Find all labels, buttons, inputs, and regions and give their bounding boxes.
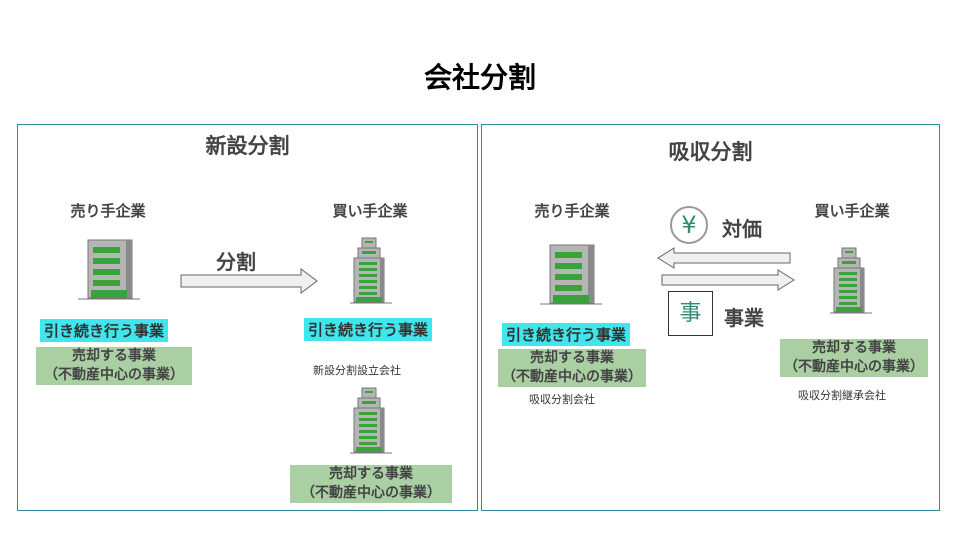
left-new-company-sold-business: 売却する事業 （不動産中心の事業） [290, 465, 452, 503]
consideration-label: 対価 [722, 217, 762, 241]
right-successor-company-label: 吸収分割継承会社 [798, 389, 886, 402]
left-buyer-building-icon [350, 237, 392, 304]
consideration-arrow-icon [657, 247, 791, 269]
right-continue-business: 引き続き行う事業 [502, 323, 631, 346]
left-new-sold-line2: （不動産中心の事業） [301, 485, 441, 501]
right-seller-label: 売り手企業 [534, 202, 610, 220]
right-buyer-sold-line2: （不動産中心の事業） [784, 359, 924, 375]
yen-icon: ¥ [670, 206, 708, 244]
left-sold-business-line2: （不動産中心の事業） [44, 367, 184, 383]
business-icon: 事 [668, 291, 713, 336]
left-panel-title: 新設分割 [205, 134, 290, 158]
left-continue-business: 引き続き行う事業 [40, 319, 169, 342]
left-new-company-label: 新設分割設立会社 [313, 364, 401, 377]
left-new-company-building-icon [350, 387, 392, 454]
left-panel [17, 124, 478, 511]
business-arrow-icon [661, 269, 795, 291]
left-sold-business: 売却する事業 （不動産中心の事業） [36, 347, 192, 385]
right-panel [481, 124, 940, 511]
left-buyer-label: 買い手企業 [332, 202, 408, 220]
right-seller-building-icon [540, 244, 602, 305]
right-buyer-sold-line1: 売却する事業 [812, 340, 896, 356]
left-seller-building-icon [78, 239, 140, 300]
right-sold-business: 売却する事業 （不動産中心の事業） [498, 349, 646, 387]
left-seller-label: 売り手企業 [70, 202, 146, 220]
left-arrow-label: 分割 [216, 250, 256, 274]
right-sold-business-line2: （不動産中心の事業） [502, 369, 642, 385]
right-sold-business-line1: 売却する事業 [530, 350, 614, 366]
right-buyer-sold-business: 売却する事業 （不動産中心の事業） [780, 339, 928, 377]
left-new-sold-line1: 売却する事業 [329, 466, 413, 482]
left-split-arrow-icon [180, 268, 318, 294]
right-panel-title: 吸収分割 [668, 140, 753, 164]
right-buyer-label: 買い手企業 [814, 202, 890, 220]
page-title: 会社分割 [423, 61, 536, 94]
business-label: 事業 [724, 306, 764, 330]
right-buyer-building-icon [830, 247, 872, 314]
right-split-company-label: 吸収分割会社 [529, 393, 595, 406]
left-sold-business-line1: 売却する事業 [72, 348, 156, 364]
left-buyer-continue-business: 引き続き行う事業 [304, 318, 433, 341]
